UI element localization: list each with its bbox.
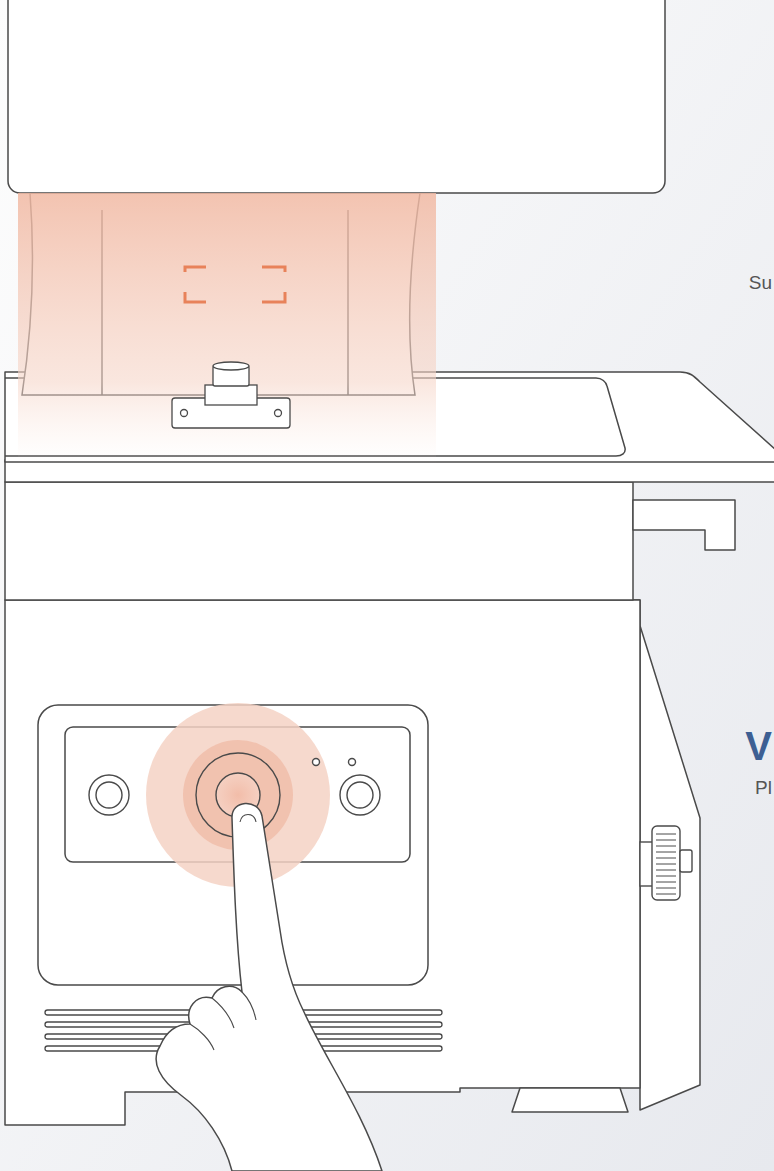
workpiece-top	[213, 362, 249, 370]
machine-foot	[512, 1088, 628, 1112]
hand	[156, 803, 382, 1171]
pointing-hand	[156, 803, 382, 1171]
knob-wheel	[652, 826, 680, 900]
bracket-corner	[262, 292, 285, 302]
light-beam	[18, 193, 436, 463]
bracket-corner	[185, 292, 206, 302]
workpiece-block	[205, 385, 257, 405]
workpiece	[172, 362, 290, 428]
fingernail	[240, 815, 256, 823]
body-front	[5, 600, 640, 1125]
side-button	[340, 775, 380, 815]
machine-body	[5, 600, 700, 1125]
stage-clamp	[633, 500, 735, 550]
camera-head	[8, 0, 665, 193]
cropped-label: V	[745, 726, 772, 766]
mount-hole	[275, 410, 282, 417]
indicator-led	[349, 759, 356, 766]
body-side	[632, 600, 700, 1110]
side-knob	[640, 826, 692, 900]
side-button	[347, 782, 373, 808]
indicator-led	[313, 759, 320, 766]
mount-hole	[181, 410, 188, 417]
knob-ridges	[656, 834, 676, 894]
cropped-label: Su	[749, 273, 772, 292]
finger-crease	[190, 992, 256, 1050]
knob-shaft	[680, 850, 692, 872]
bracket-corner	[185, 267, 206, 272]
stage-edge	[5, 460, 774, 482]
side-button	[96, 782, 122, 808]
focus-bracket	[185, 267, 285, 302]
cropped-label: Pl	[755, 778, 772, 797]
side-button	[89, 775, 129, 815]
bracket-corner	[262, 267, 285, 272]
stage-base	[5, 482, 633, 600]
